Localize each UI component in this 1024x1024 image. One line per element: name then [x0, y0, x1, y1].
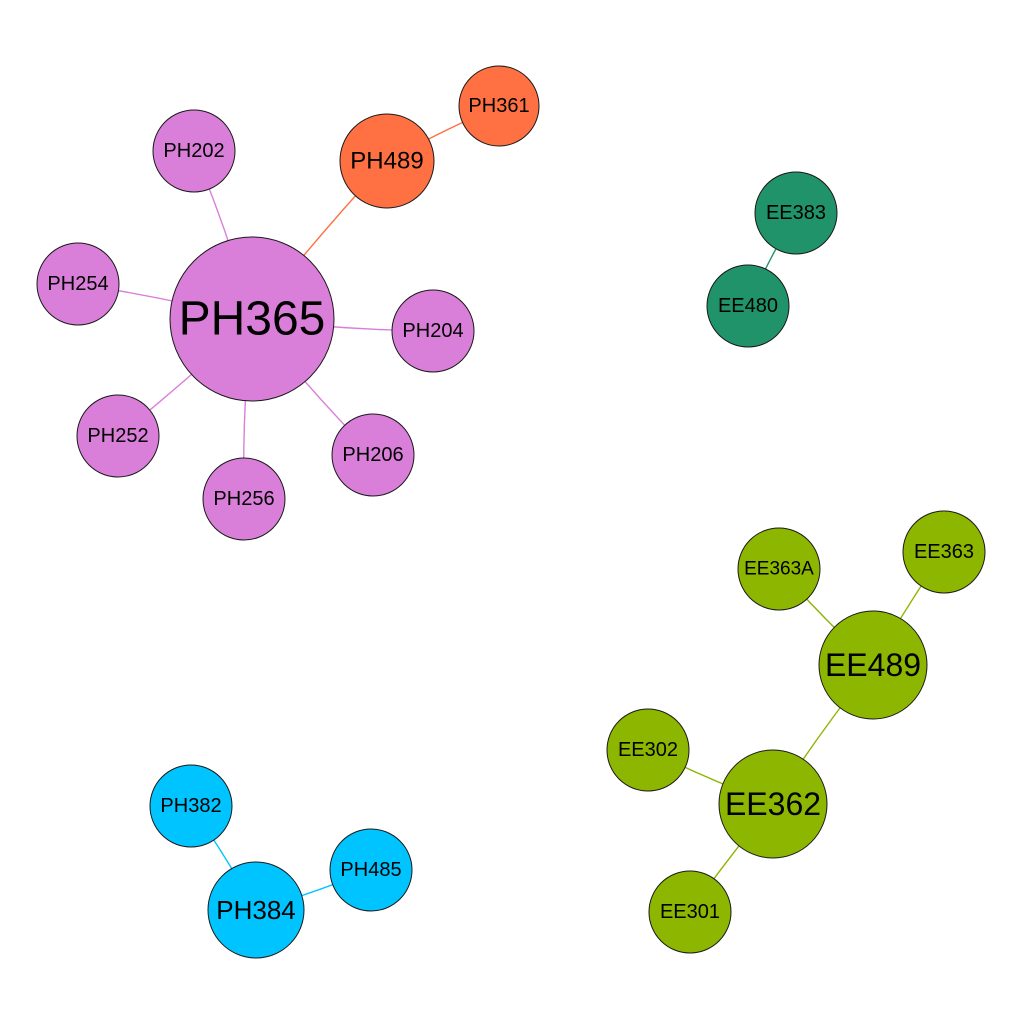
node-label: EE362 — [725, 786, 821, 822]
node-circle — [706, 264, 790, 348]
node-circle — [152, 109, 236, 193]
node-label: EE480 — [718, 295, 778, 317]
node-label: PH252 — [87, 425, 148, 447]
node-label: EE363 — [914, 541, 974, 563]
node-circle — [458, 65, 540, 147]
node-label: EE363A — [744, 559, 814, 580]
node-label: EE301 — [660, 901, 720, 923]
node-label: EE489 — [825, 647, 921, 683]
node-circle — [169, 236, 335, 402]
node-ee489: EE489 — [818, 610, 928, 720]
node-circle — [606, 708, 690, 792]
node-circle — [754, 171, 838, 255]
node-ph206: PH206 — [331, 413, 415, 497]
node-ee363: EE363 — [902, 510, 986, 594]
node-circle — [818, 610, 928, 720]
node-label: PH485 — [340, 859, 401, 881]
node-ee363a: EE363A — [737, 527, 821, 611]
node-ph204: PH204 — [391, 289, 475, 373]
node-ee301: EE301 — [648, 870, 732, 954]
node-circle — [902, 510, 986, 594]
node-label: PH202 — [163, 140, 224, 162]
node-circle — [207, 861, 305, 959]
node-label: PH382 — [160, 795, 221, 817]
node-ph485: PH485 — [329, 828, 413, 912]
node-ph361: PH361 — [458, 65, 540, 147]
node-label: PH384 — [216, 895, 296, 925]
node-ee302: EE302 — [606, 708, 690, 792]
node-label: PH204 — [402, 320, 463, 342]
node-ee383: EE383 — [754, 171, 838, 255]
node-circle — [718, 749, 828, 859]
node-ph256: PH256 — [202, 457, 286, 541]
node-circle — [391, 289, 475, 373]
node-ph202: PH202 — [152, 109, 236, 193]
node-ph254: PH254 — [36, 242, 120, 326]
node-label: PH361 — [468, 95, 529, 117]
node-ph365: PH365 — [169, 236, 335, 402]
node-label: PH365 — [179, 293, 326, 346]
node-circle — [331, 413, 415, 497]
node-ee362: EE362 — [718, 749, 828, 859]
node-circle — [76, 394, 160, 478]
node-ph252: PH252 — [76, 394, 160, 478]
node-ph382: PH382 — [149, 764, 233, 848]
node-circle — [149, 764, 233, 848]
node-circle — [648, 870, 732, 954]
node-circle — [737, 527, 821, 611]
node-label: EE302 — [618, 739, 678, 761]
node-ph489: PH489 — [339, 113, 435, 209]
node-label: PH256 — [213, 488, 274, 510]
node-label: PH254 — [47, 273, 108, 295]
node-circle — [339, 113, 435, 209]
node-circle — [202, 457, 286, 541]
node-label: EE383 — [766, 202, 826, 224]
node-ph384: PH384 — [207, 861, 305, 959]
node-circle — [329, 828, 413, 912]
node-circle — [36, 242, 120, 326]
node-ee480: EE480 — [706, 264, 790, 348]
node-label: PH206 — [342, 444, 403, 466]
node-label: PH489 — [350, 148, 423, 175]
